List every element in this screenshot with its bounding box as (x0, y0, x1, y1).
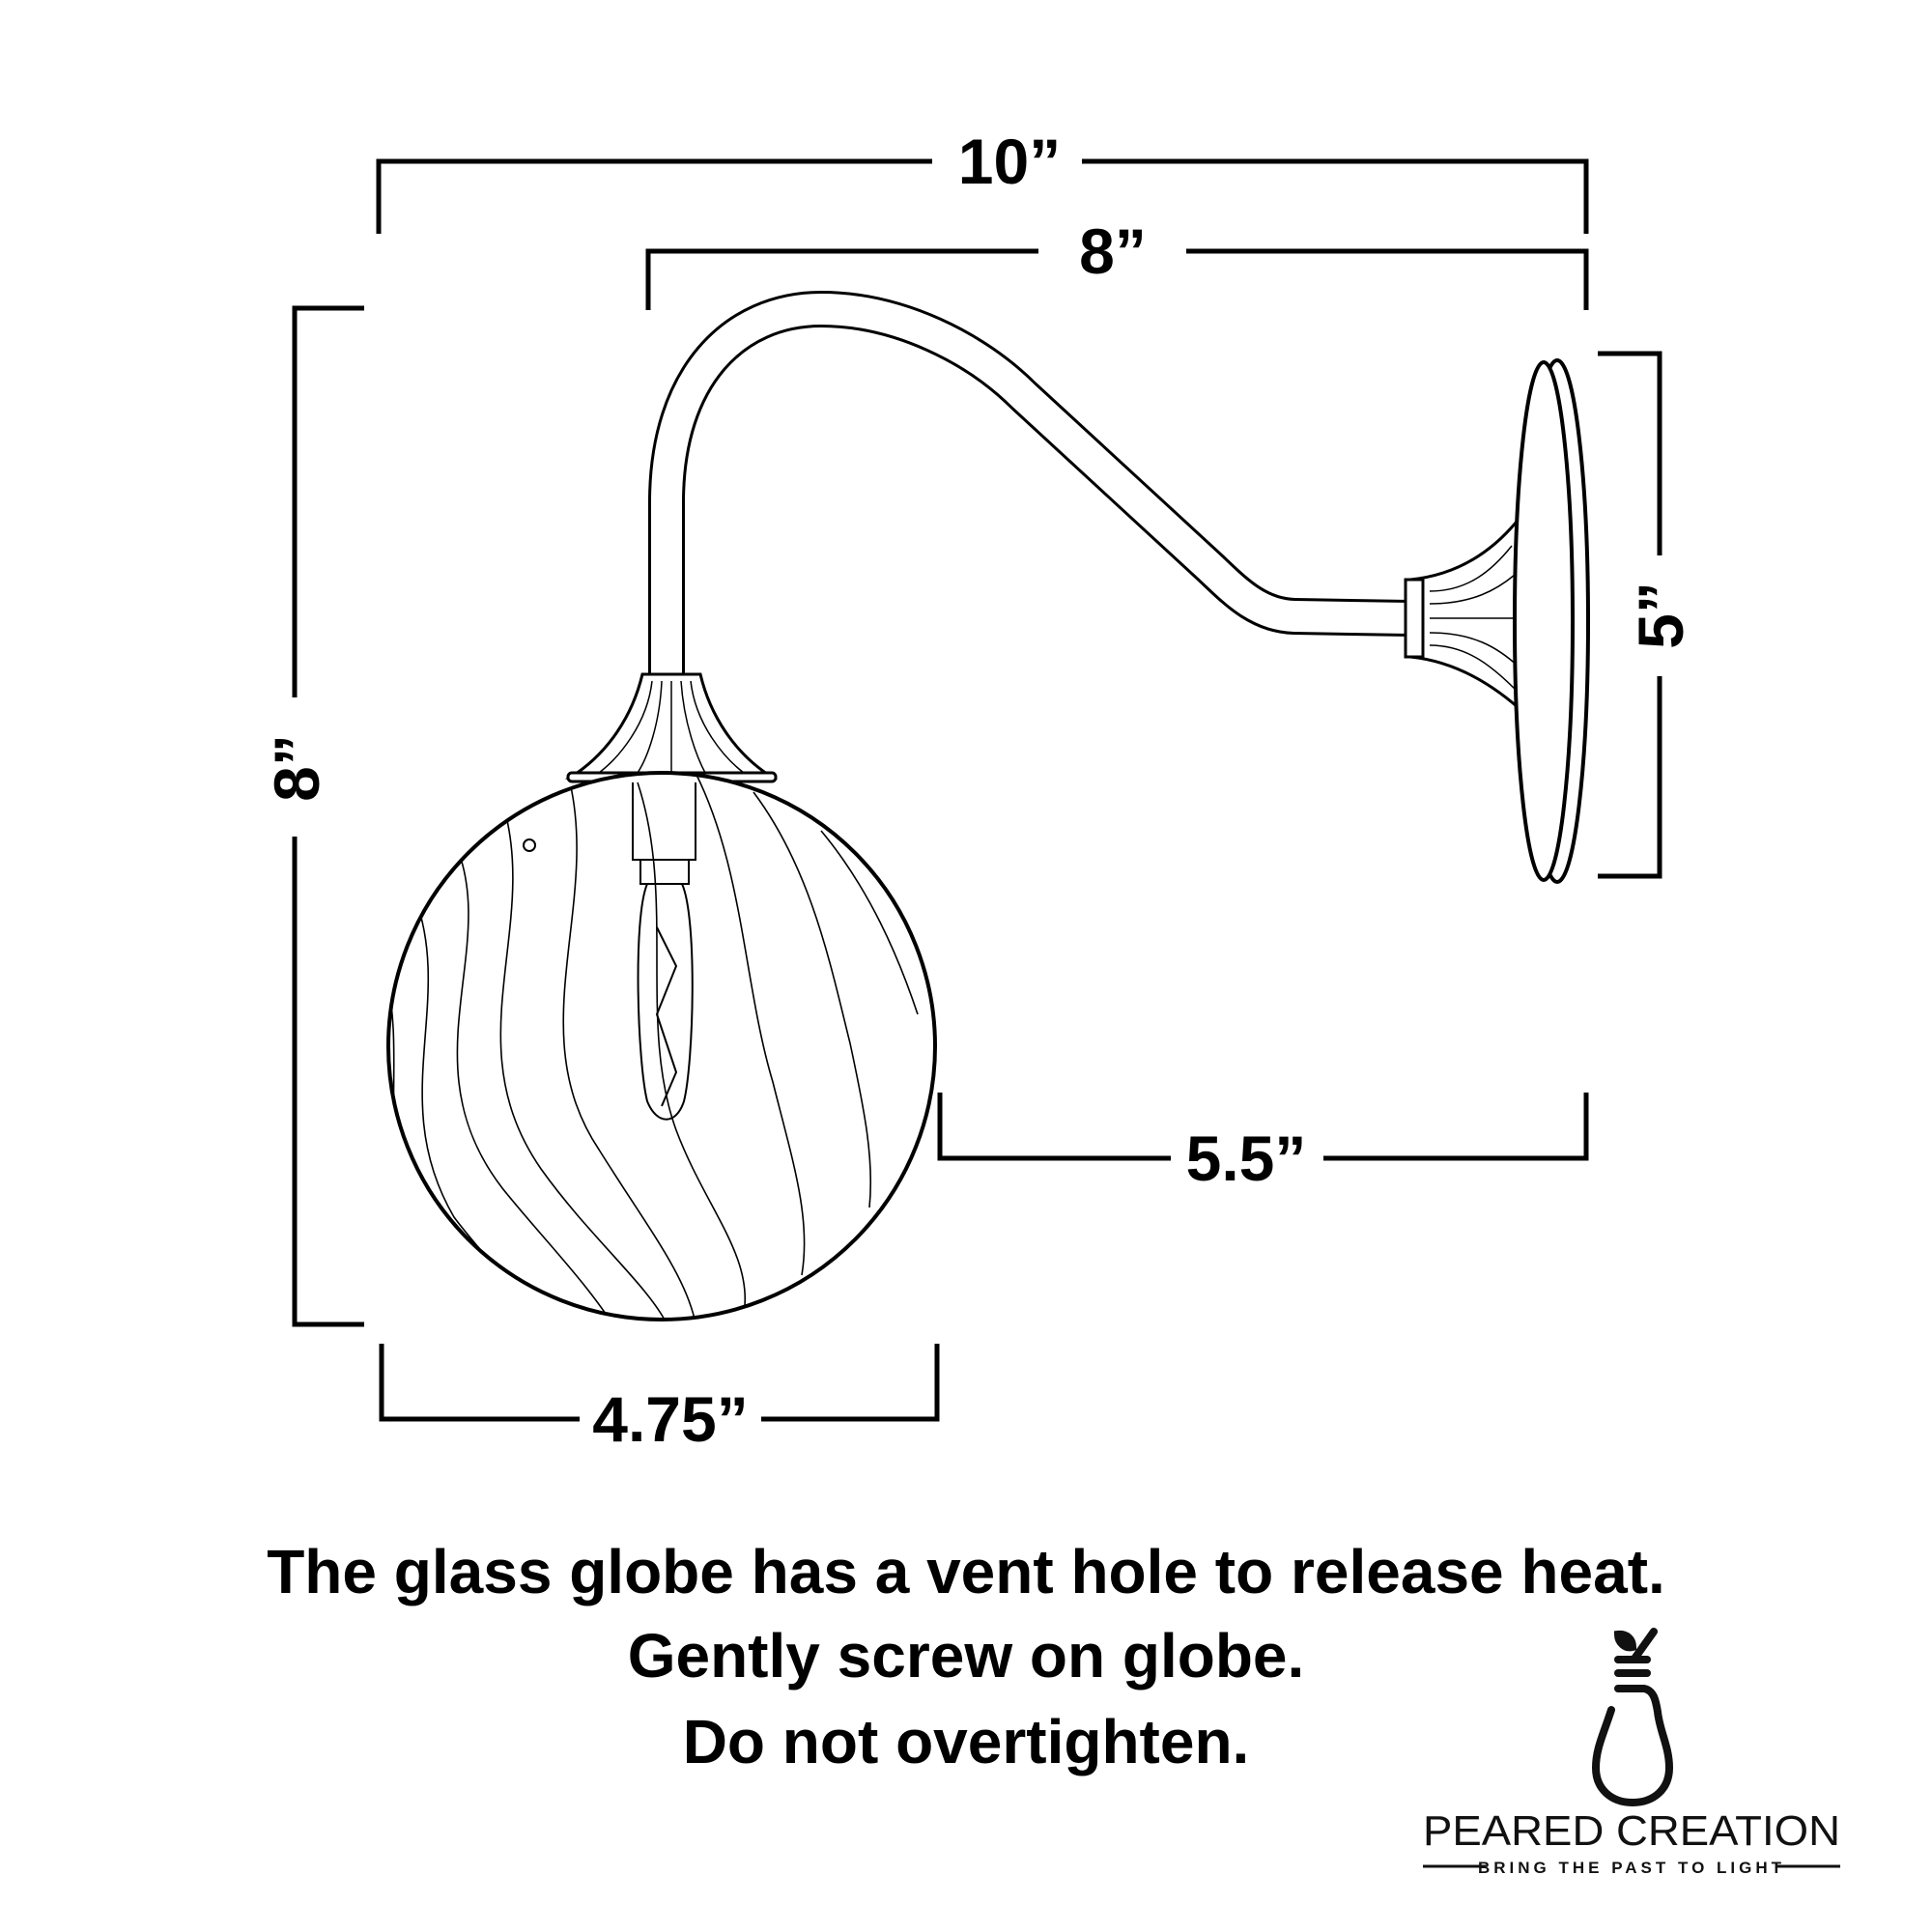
note-vent-hole: The glass globe has a vent hole to relea… (267, 1537, 1665, 1606)
bulb (632, 782, 696, 1121)
dim-line-overall-width-right (1082, 158, 1589, 234)
dim-line-globe-to-wall-right (1323, 1093, 1589, 1161)
dim-label-globe-diameter: 4.75” (592, 1383, 748, 1455)
dim-label-globe-to-wall: 5.5” (1186, 1122, 1307, 1194)
dim-label-arm-length: 8” (1079, 215, 1147, 287)
note-screw-gently: Gently screw on globe. (627, 1621, 1305, 1690)
dim-label-overall-width: 10” (958, 126, 1061, 197)
dim-line-arm-length-right (1186, 248, 1589, 310)
dim-line-globe-to-wall (937, 1093, 1171, 1161)
gooseneck-arm (648, 291, 1411, 676)
dim-line-height-top (292, 305, 364, 697)
pear-bulb-icon (1591, 1628, 1674, 1807)
vent-hole (523, 838, 536, 852)
dim-line-globe-diameter (379, 1344, 580, 1422)
socket-cap (564, 672, 779, 783)
backplate (1513, 358, 1590, 884)
logo-tagline: BRING THE PAST TO LIGHT (1478, 1859, 1785, 1877)
dim-line-height-bottom (292, 837, 364, 1327)
note-do-not-overtighten: Do not overtighten. (682, 1707, 1250, 1776)
peared-creation-logo: PEARED CREATION BRING THE PAST TO LIGHT (1423, 1628, 1840, 1877)
dim-label-backplate-height: 5” (1625, 582, 1696, 649)
swirl-glass-globe (386, 771, 937, 1321)
dim-line-backplate-bottom (1598, 676, 1662, 879)
logo-name: PEARED CREATION (1423, 1807, 1840, 1855)
dim-label-height: 8” (261, 734, 332, 802)
dim-line-arm-length (645, 248, 1038, 310)
dimension-lines (292, 158, 1662, 1422)
wall-canopy (1404, 518, 1528, 719)
dim-line-backplate-top (1598, 351, 1662, 555)
dim-line-overall-width (376, 158, 932, 234)
dim-line-globe-diameter-right (761, 1344, 940, 1422)
